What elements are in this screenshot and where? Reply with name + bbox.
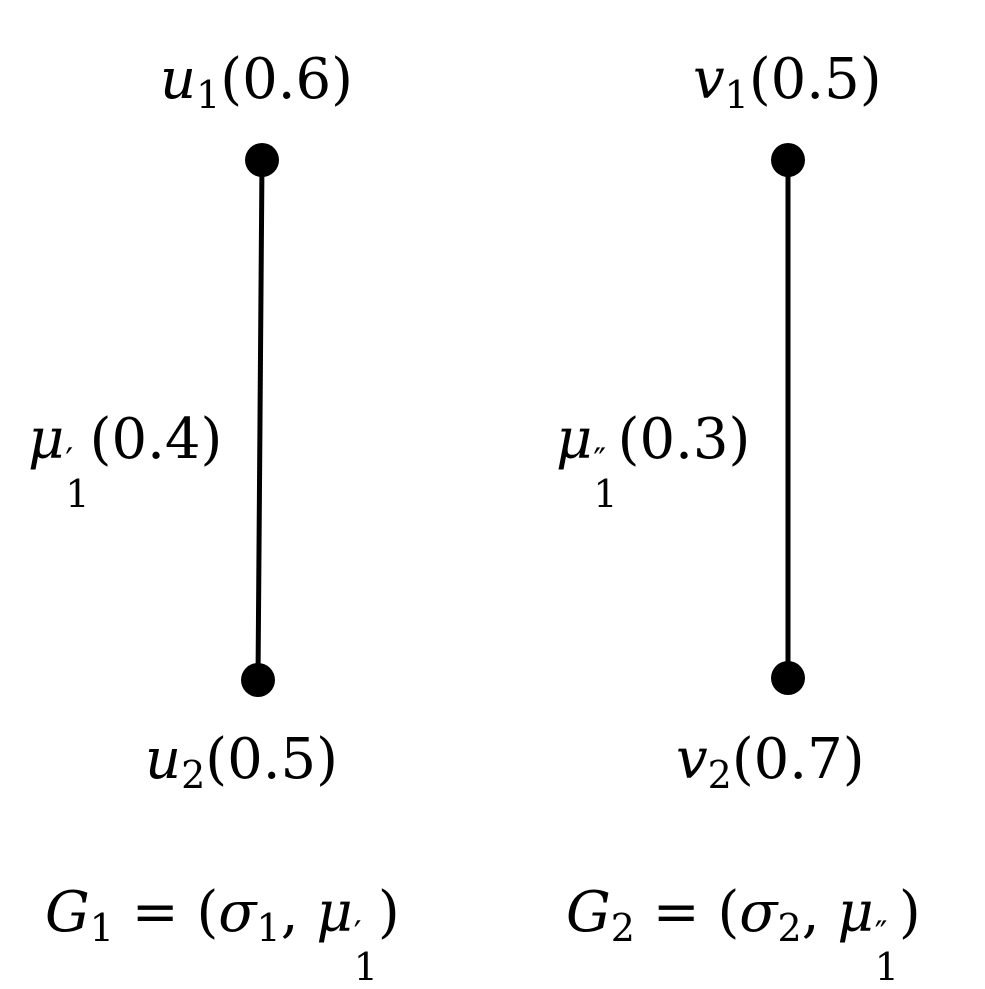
vertex-function-subscript: 2 — [777, 906, 802, 950]
vertex-subscript: 2 — [181, 753, 206, 797]
edge-function: μ — [316, 880, 353, 945]
vertex-label-v2: v2(0.7) — [676, 732, 865, 797]
edge-subscript: 1 — [353, 944, 378, 989]
vertex-name: v — [693, 47, 725, 112]
graph-subscript: 1 — [89, 906, 114, 950]
close-paren: ) — [377, 880, 400, 945]
equals-symbol: = ( — [113, 880, 219, 945]
edge-membership-value: (0.4) — [89, 407, 223, 472]
graph-subscript: 2 — [610, 906, 635, 950]
edge-prime: ″ — [593, 441, 607, 481]
graph-name: G — [45, 880, 90, 945]
caption-g2: G2 = (σ2, μ″1) — [566, 885, 921, 989]
vertex-membership-value: (0.5) — [205, 727, 339, 792]
edge-function: μ — [837, 880, 874, 945]
vertex-label-v1: v1(0.5) — [693, 52, 882, 117]
vertex-name: u — [145, 727, 182, 792]
vertex-membership-value: (0.5) — [748, 47, 882, 112]
edge-label-g1: μ′1(0.4) — [28, 412, 222, 516]
edge-subscript: 1 — [874, 944, 899, 989]
vertex-subscript: 1 — [196, 73, 221, 117]
vertex-subscript: 1 — [724, 73, 749, 117]
edge-label-g2: μ″1(0.3) — [556, 412, 750, 516]
close-paren: ) — [898, 880, 921, 945]
vertex-u1 — [245, 143, 279, 177]
vertex-name: u — [160, 47, 197, 112]
vertex-function-subscript: 1 — [256, 906, 281, 950]
comma-symbol: , — [280, 880, 317, 945]
edge-u1-u2 — [255, 159, 265, 681]
caption-g1: G1 = (σ1, μ′1) — [45, 885, 400, 989]
vertex-function: σ — [739, 880, 778, 945]
vertex-u2 — [241, 663, 275, 697]
edge-subscript: 1 — [593, 471, 618, 516]
vertex-name: v — [676, 727, 708, 792]
vertex-subscript: 2 — [707, 753, 732, 797]
edge-prime: ″ — [874, 914, 888, 954]
vertex-label-u2: u2(0.5) — [145, 732, 338, 797]
edge-membership-value: (0.3) — [617, 407, 751, 472]
equals-symbol: = ( — [634, 880, 740, 945]
vertex-function: σ — [218, 880, 257, 945]
edge-subscript: 1 — [65, 471, 90, 516]
edge-function-name: μ — [556, 407, 593, 472]
vertex-membership-value: (0.7) — [731, 727, 865, 792]
vertex-membership-value: (0.6) — [220, 47, 354, 112]
vertex-v2 — [771, 661, 805, 695]
vertex-v1 — [771, 143, 805, 177]
edge-function-name: μ — [28, 407, 65, 472]
edge-prime: ′ — [353, 914, 362, 954]
comma-symbol: , — [801, 880, 838, 945]
vertex-label-u1: u1(0.6) — [160, 52, 353, 117]
graph-name: G — [566, 880, 611, 945]
edge-prime: ′ — [65, 441, 74, 481]
